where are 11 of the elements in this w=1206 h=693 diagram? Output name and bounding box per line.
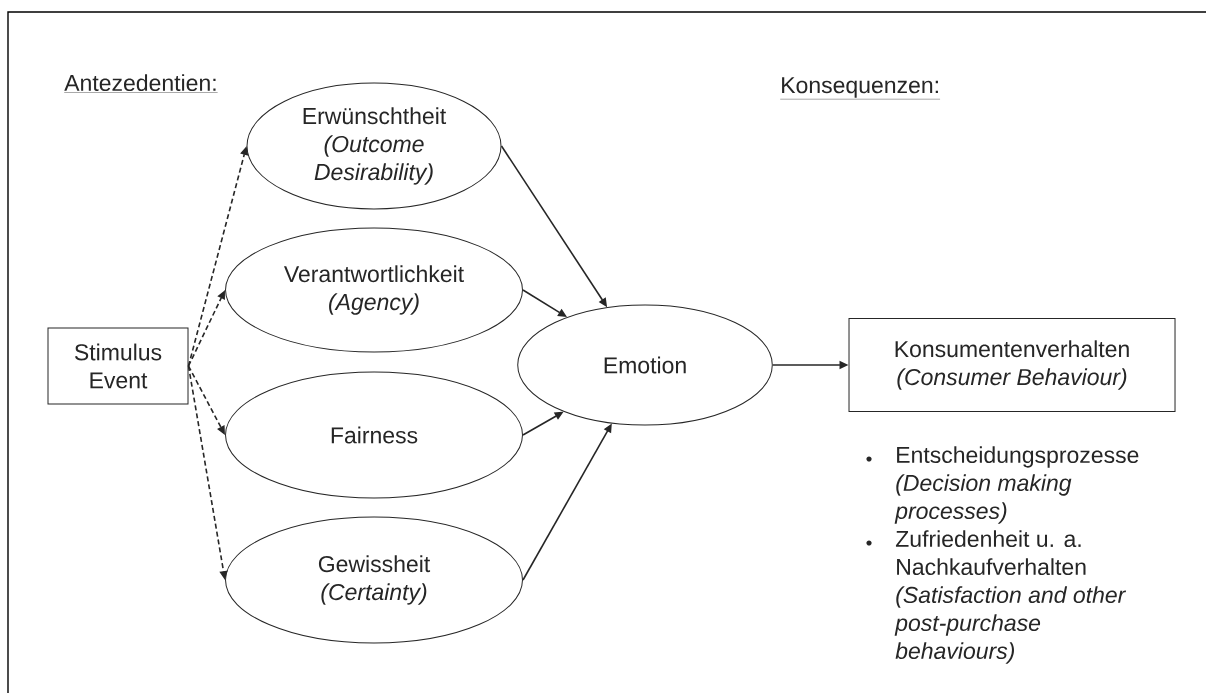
list-item: Entscheidungsprozesse xyxy=(897,446,1139,468)
list-item: Zufriedenheit u. a. Nachkaufverhalten xyxy=(895,530,1086,576)
section-heading: Konsequenzen: xyxy=(780,77,941,100)
list-item: (Decision making processes) xyxy=(894,474,1072,524)
process-box: Stimulus Event xyxy=(47,327,189,405)
section-heading: Antezedentien: xyxy=(64,74,218,93)
list-item: (Satisfaction and other post-purchase behaviours) xyxy=(894,586,1127,664)
process-box: Konsumentenverhalten (Consumer Behaviour) xyxy=(848,318,1176,412)
arrow xyxy=(187,290,225,367)
arrow xyxy=(522,289,567,317)
arrow xyxy=(187,365,225,435)
